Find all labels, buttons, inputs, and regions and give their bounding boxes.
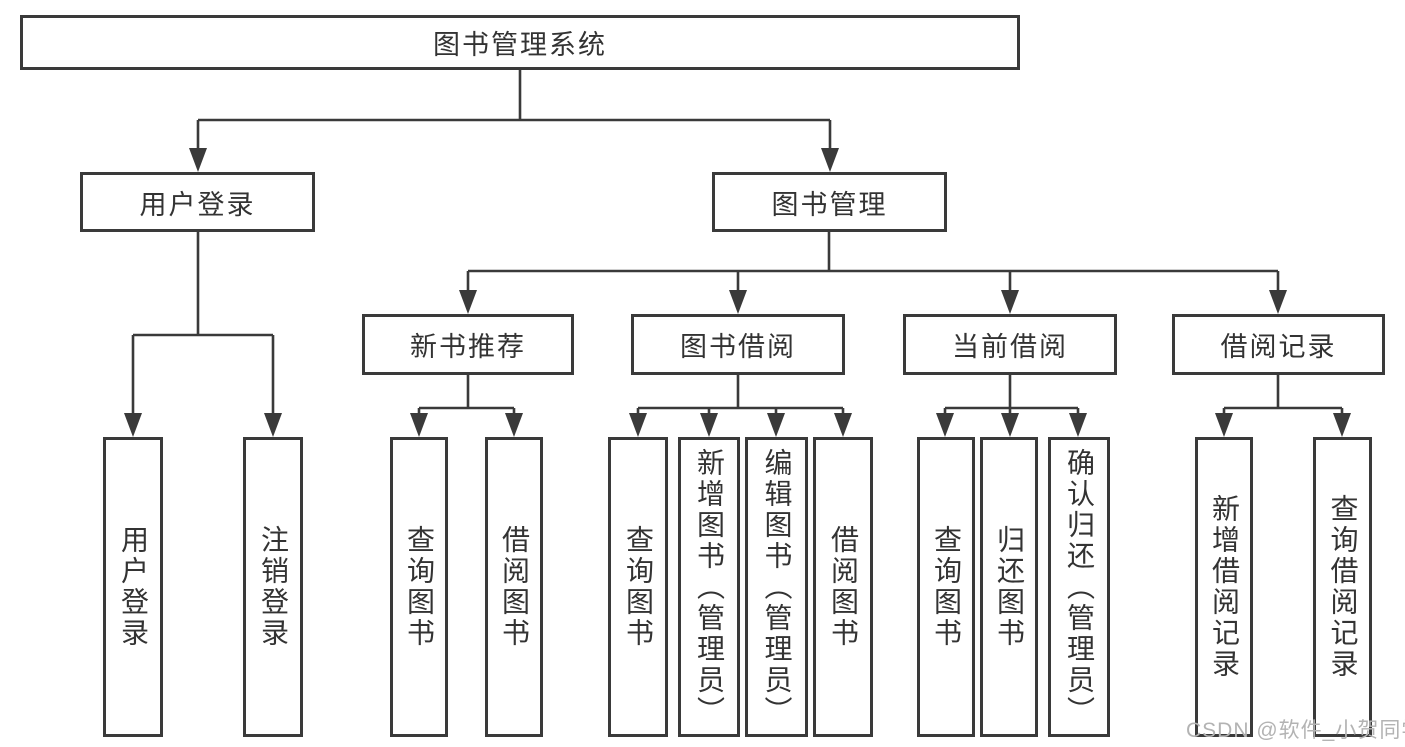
leaf-logout: 注销登录: [243, 437, 303, 737]
leaf-user-login: 用户登录: [103, 437, 163, 737]
connector-user-login-children: [124, 232, 282, 437]
leaf-records-query-record: 查询借阅记录: [1313, 437, 1372, 737]
leaf-rec-query-books: 查询图书: [390, 437, 448, 737]
leaf-borrow-edit-books-admin: 编辑图书（管理员）: [745, 437, 808, 737]
node-user-login: 用户登录: [80, 172, 315, 232]
leaf-borrow-borrow-books: 借阅图书: [813, 437, 873, 737]
csdn-watermark: CSDN @软件_小贺同学: [1186, 719, 1405, 742]
node-root: 图书管理系统: [20, 15, 1020, 70]
leaf-current-query-books: 查询图书: [917, 437, 975, 737]
node-new-book-rec: 新书推荐: [362, 314, 574, 375]
node-book-mgmt: 图书管理: [712, 172, 947, 232]
leaf-current-return-books: 归还图书: [980, 437, 1038, 737]
node-borrow-records: 借阅记录: [1172, 314, 1385, 375]
leaf-borrow-add-books-admin: 新增图书（管理员）: [678, 437, 740, 737]
connector-new-book-rec-children: [410, 375, 523, 437]
connector-book-borrow-children: [629, 375, 852, 437]
leaf-current-confirm-return-admin: 确认归还（管理员）: [1048, 437, 1110, 737]
node-book-borrow: 图书借阅: [631, 314, 845, 375]
connector-book-mgmt-children: [459, 232, 1287, 314]
leaf-borrow-query-books: 查询图书: [608, 437, 668, 737]
connector-current-borrow-children: [936, 375, 1087, 437]
leaf-rec-borrow-books: 借阅图书: [485, 437, 543, 737]
connector-borrow-records-children: [1215, 375, 1351, 437]
node-current-borrow: 当前借阅: [903, 314, 1117, 375]
leaf-records-add-record: 新增借阅记录: [1195, 437, 1253, 737]
connector-root-to-level2: [189, 70, 839, 172]
